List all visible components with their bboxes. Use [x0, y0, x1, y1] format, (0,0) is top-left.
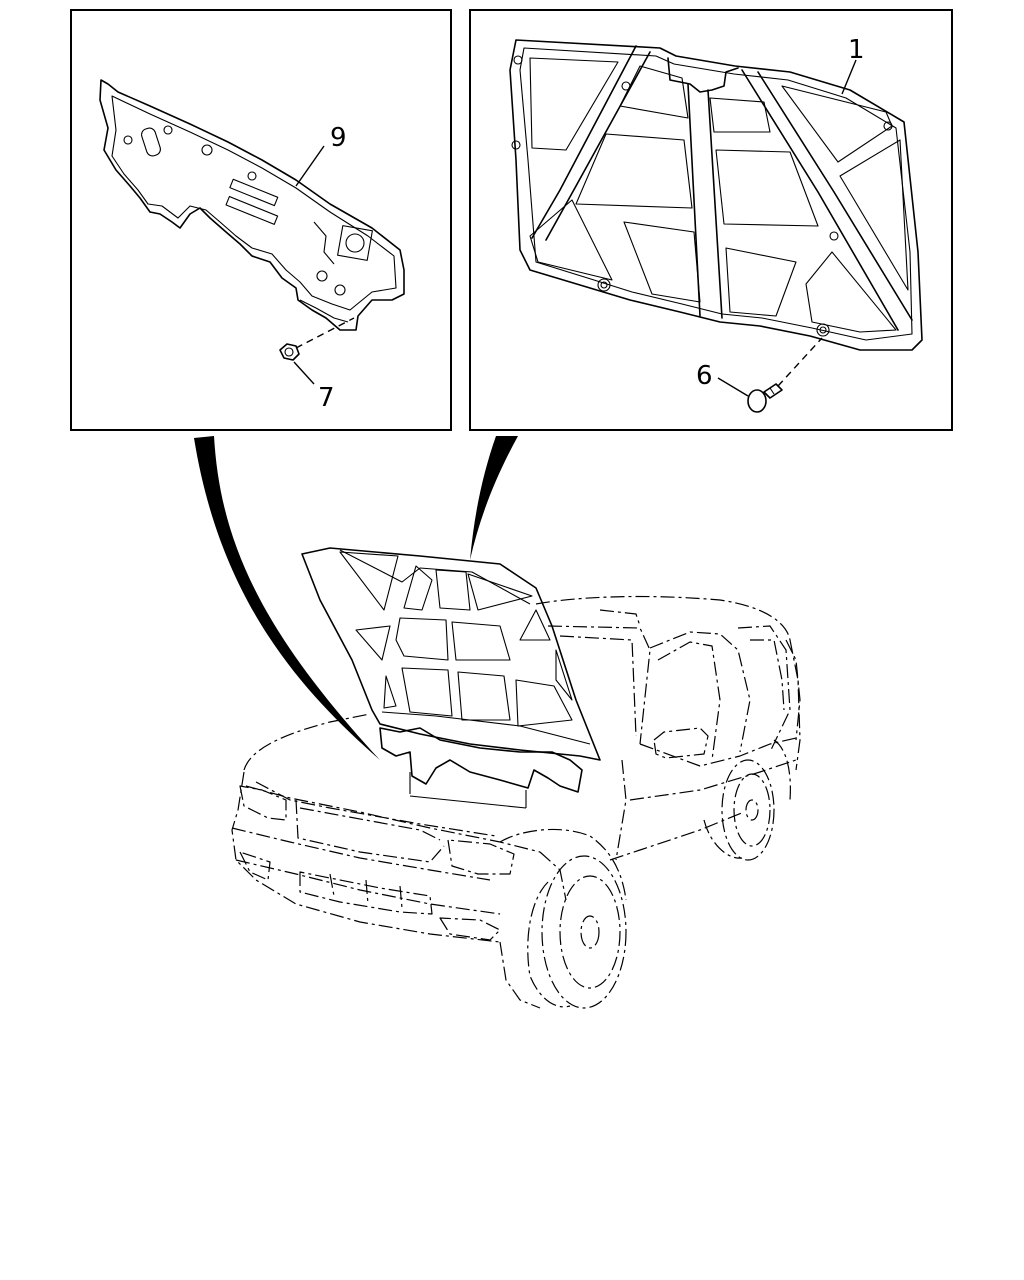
zoom-pointer-left — [194, 436, 380, 760]
detail-panel-left: 9 7 — [70, 9, 452, 431]
hood-insulator-drawing — [509, 39, 923, 351]
insulator-pad-drawing — [99, 79, 405, 331]
callout-6: 6 — [696, 361, 713, 391]
detail-panel-right: 1 6 — [469, 9, 953, 431]
callout-1: 1 — [848, 35, 865, 65]
hood-open-drawing — [301, 547, 601, 761]
clip-drawing — [747, 383, 783, 413]
vehicle-drawing — [231, 547, 801, 1009]
callout-7: 7 — [318, 383, 335, 413]
nut-drawing — [279, 343, 300, 361]
callout-9: 9 — [330, 123, 347, 153]
zoom-pointer-right — [470, 436, 518, 560]
engine-insulator-drawing — [379, 727, 583, 809]
